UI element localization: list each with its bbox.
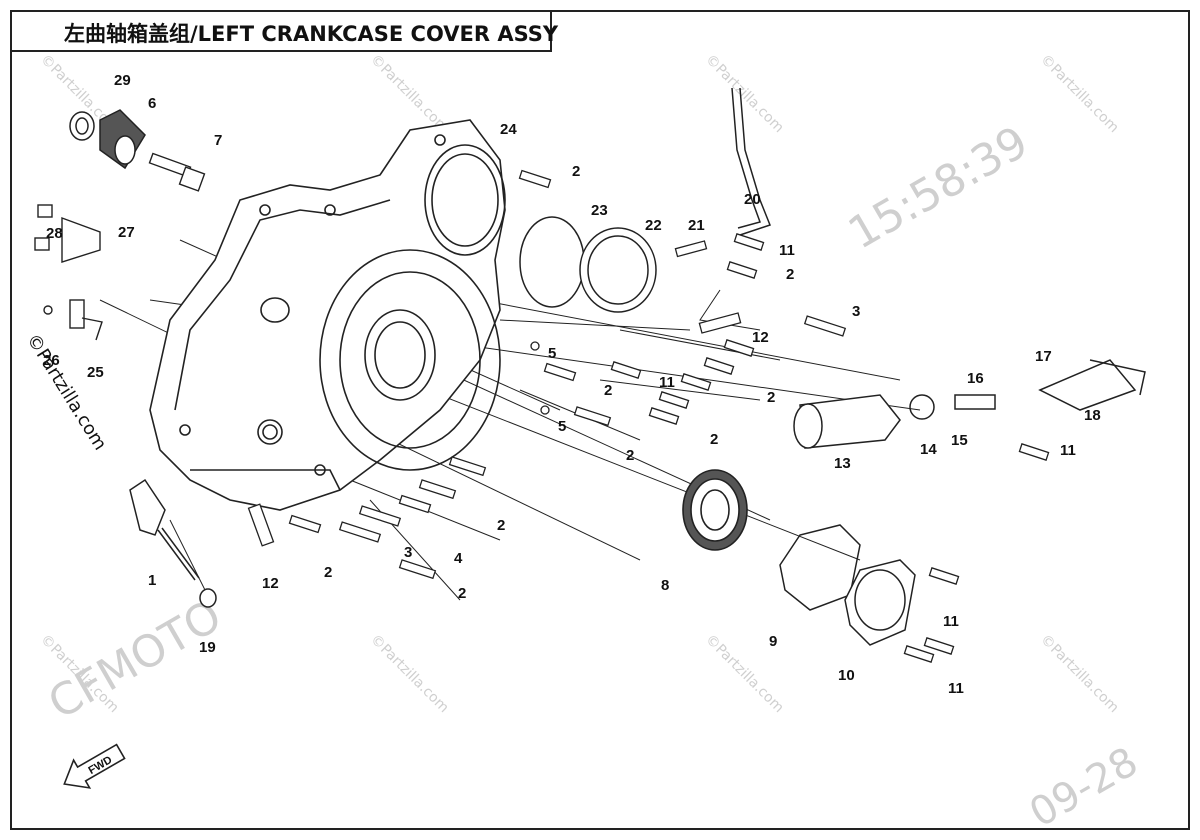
callout-3: 3 xyxy=(404,544,412,561)
breather-hose xyxy=(731,87,771,236)
callout-11: 11 xyxy=(659,374,675,391)
callout-21: 21 xyxy=(688,217,705,234)
dipstick xyxy=(129,478,217,608)
fwd-label: FWD xyxy=(87,754,115,777)
watermark-time: 15:58:39 xyxy=(840,117,1037,260)
callout-11: 11 xyxy=(1060,442,1076,459)
bolt-set xyxy=(288,169,1050,663)
fwd-arrow: FWD xyxy=(63,743,126,789)
callout-3: 3 xyxy=(852,303,860,320)
crankcase-cover xyxy=(149,119,506,511)
callout-18: 18 xyxy=(1084,407,1101,424)
oil-cap-assembly xyxy=(779,524,916,646)
watermark-site: ©Partzilla.com xyxy=(1037,52,1122,137)
callout-25: 25 xyxy=(87,364,104,381)
cover-gaskets xyxy=(519,216,657,313)
callout-17: 17 xyxy=(1035,348,1052,365)
callout-7: 7 xyxy=(214,132,222,149)
callout-12: 12 xyxy=(262,575,279,592)
callout-1: 1 xyxy=(148,572,156,589)
callout-4: 4 xyxy=(454,550,463,567)
drain-bolt xyxy=(148,152,206,192)
callout-11: 11 xyxy=(948,680,964,697)
callout-2: 2 xyxy=(572,163,580,180)
sensor-bracket xyxy=(34,204,103,341)
callout-2: 2 xyxy=(710,431,718,448)
callout-15: 15 xyxy=(951,432,968,449)
retaining-plates xyxy=(247,312,742,547)
title-box xyxy=(10,10,552,52)
callout-10: 10 xyxy=(838,667,855,684)
callout-13: 13 xyxy=(834,455,851,472)
callout-6: 6 xyxy=(148,95,156,112)
callout-26: 26 xyxy=(43,352,60,369)
callout-22: 22 xyxy=(645,217,662,234)
hose-fitting xyxy=(674,240,708,258)
callout-2: 2 xyxy=(626,447,634,464)
callout-20: 20 xyxy=(744,191,761,208)
callout-29: 29 xyxy=(114,72,131,89)
callout-19: 19 xyxy=(199,639,216,656)
bushing xyxy=(69,109,146,170)
callout-5: 5 xyxy=(558,418,566,435)
callout-24: 24 xyxy=(500,121,517,138)
callout-labels: 1 2 2 2 2 2 2 2 2 2 3 3 4 5 5 6 7 8 9 10… xyxy=(43,72,1101,697)
watermark-site: ©Partzilla.com xyxy=(367,52,452,137)
watermark-site: ©Partzilla.com xyxy=(1037,632,1122,717)
callout-23: 23 xyxy=(591,202,608,219)
arrow-icon xyxy=(63,743,126,789)
page-title: 左曲轴箱盖组/LEFT CRANKCASE COVER ASSY xyxy=(64,22,559,46)
callout-2: 2 xyxy=(604,382,612,399)
callout-16: 16 xyxy=(967,370,984,387)
callout-11: 11 xyxy=(779,242,795,259)
callout-2: 2 xyxy=(324,564,332,581)
callout-14: 14 xyxy=(920,441,937,458)
callout-11: 11 xyxy=(943,613,959,630)
callout-12: 12 xyxy=(752,329,769,346)
callout-28: 28 xyxy=(46,225,63,242)
watermark-site: ©Partzilla.com xyxy=(367,632,452,717)
callout-9: 9 xyxy=(769,633,777,650)
watermark-date: 09-28 xyxy=(1022,739,1146,837)
callout-8: 8 xyxy=(661,577,669,594)
breather-boot-assembly xyxy=(793,359,1146,449)
callout-2: 2 xyxy=(458,585,466,602)
callout-2: 2 xyxy=(767,389,775,406)
callout-2: 2 xyxy=(786,266,794,283)
bearing xyxy=(682,469,748,551)
watermark-site: ©Partzilla.com xyxy=(702,52,787,137)
diagram-frame xyxy=(10,10,1190,830)
callout-2: 2 xyxy=(497,517,505,534)
callout-27: 27 xyxy=(118,224,135,241)
callout-5: 5 xyxy=(548,345,556,362)
